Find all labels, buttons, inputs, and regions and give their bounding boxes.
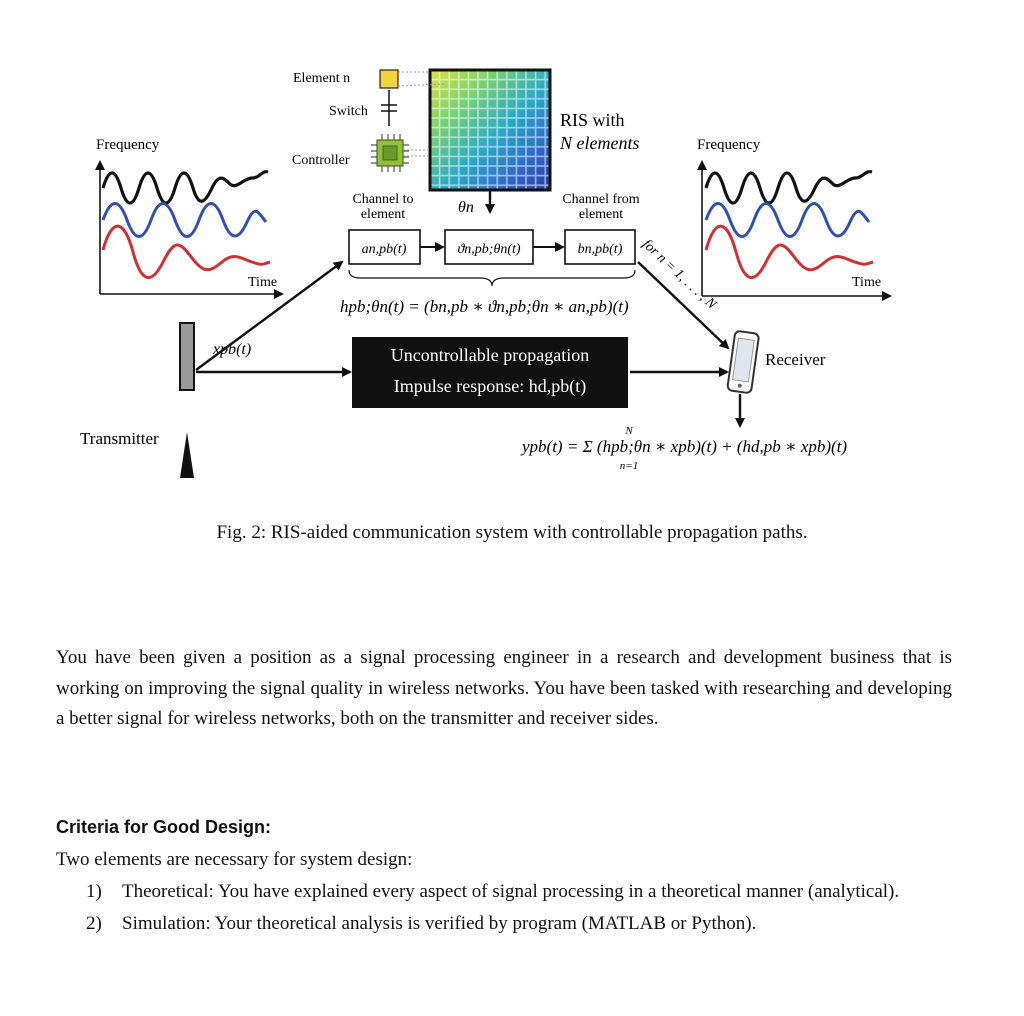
controller-label: Controller bbox=[292, 153, 350, 168]
left-wave-blue bbox=[101, 202, 268, 238]
box-phase-text: ϑn,pb;θn(t) bbox=[457, 242, 520, 257]
channel-brace bbox=[348, 269, 636, 287]
channel-from-label-line2: element bbox=[579, 207, 623, 222]
controller-chip-icon bbox=[371, 134, 409, 172]
criteria-intro: Two elements are necessary for system de… bbox=[56, 849, 413, 870]
ris-title-line2: N elements bbox=[559, 133, 639, 153]
box-b-text: bn,pb(t) bbox=[578, 242, 623, 257]
right-frequency-label: Frequency bbox=[697, 137, 761, 153]
criteria-item-text: Theoretical: You have explained every as… bbox=[122, 881, 900, 902]
left-wave-black bbox=[101, 170, 269, 205]
channel-to-label-line2: element bbox=[361, 207, 405, 222]
receiver-label: Receiver bbox=[765, 350, 826, 369]
ris-to-rx-arrow bbox=[637, 261, 730, 350]
switch-icon bbox=[381, 90, 397, 126]
tx-to-ris-arrow bbox=[195, 260, 344, 371]
transmitter-antenna-icon bbox=[179, 322, 195, 391]
box-phase bbox=[444, 229, 534, 265]
uncontrollable-line1: Uncontrollable propagation bbox=[391, 345, 589, 365]
uncontrollable-box bbox=[352, 337, 628, 408]
ris-surface: RIS with N elements bbox=[428, 68, 639, 192]
criteria-item-number: 2) bbox=[86, 913, 102, 934]
right-wave-red bbox=[704, 224, 874, 280]
phone-icon bbox=[726, 330, 760, 394]
criteria-item-text: Simulation: Your theoretical analysis is… bbox=[122, 913, 757, 934]
switch-label: Switch bbox=[329, 104, 368, 119]
left-time-label: Time bbox=[248, 275, 277, 290]
element-n-label: Element n bbox=[293, 71, 350, 86]
criteria-list: 1) Theoretical: You have explained every… bbox=[86, 877, 966, 938]
y-formula: ypb(t) = Σ (hpb;θn ∗ xpb)(t) + (hd,pb ∗ … bbox=[520, 437, 847, 456]
box-a-text: an,pb(t) bbox=[362, 242, 407, 257]
h-formula: hpb;θn(t) = (bn,pb ∗ ϑn,pb;θn ∗ an,pb)(t… bbox=[340, 297, 629, 316]
channel-boxes: an,pb(t) ϑn,pb;θn(t) bn,pb(t) bbox=[348, 229, 636, 265]
theta-label: θn bbox=[458, 199, 474, 216]
left-frequency-label: Frequency bbox=[96, 137, 160, 153]
x-signal-label: xpb(t) bbox=[212, 341, 251, 358]
ris-title-line1: RIS with bbox=[560, 110, 625, 130]
right-time-label: Time bbox=[852, 275, 881, 290]
criteria-item-number: 1) bbox=[86, 881, 102, 902]
left-wave-red bbox=[101, 224, 271, 280]
criteria-item: 1) Theoretical: You have explained every… bbox=[86, 877, 966, 906]
criteria-item: 2) Simulation: Your theoretical analysis… bbox=[86, 909, 966, 938]
box-a bbox=[348, 229, 421, 265]
right-frequency-panel: Frequency Time bbox=[697, 137, 892, 301]
transmitter-label: Transmitter bbox=[80, 429, 159, 448]
criteria-title: Criteria for Good Design: bbox=[56, 817, 272, 837]
ris-element-detail: Element n Switch Controller bbox=[292, 69, 445, 172]
transmitter-mast bbox=[180, 432, 194, 478]
channel-to-label-line1: Channel to bbox=[352, 192, 413, 207]
sum-lower: n=1 bbox=[620, 460, 638, 472]
sum-upper: N bbox=[624, 425, 633, 437]
receiver: Receiver bbox=[726, 330, 826, 428]
element-square bbox=[379, 69, 399, 89]
transmitter: Transmitter bbox=[80, 322, 195, 478]
left-frequency-panel: Frequency Time bbox=[95, 137, 284, 299]
figure-caption: Fig. 2: RIS-aided communication system w… bbox=[216, 522, 808, 543]
task-paragraph: You have been given a position as a sign… bbox=[56, 647, 952, 729]
right-wave-black bbox=[704, 170, 873, 205]
ris-system-diagram: Frequency Time Frequency Time RIS with N… bbox=[80, 68, 892, 478]
channel-from-label-line1: Channel from bbox=[562, 192, 639, 207]
uncontrollable-line2: Impulse response: hd,pb(t) bbox=[394, 376, 586, 397]
right-wave-blue bbox=[704, 202, 871, 238]
box-b bbox=[564, 229, 636, 265]
